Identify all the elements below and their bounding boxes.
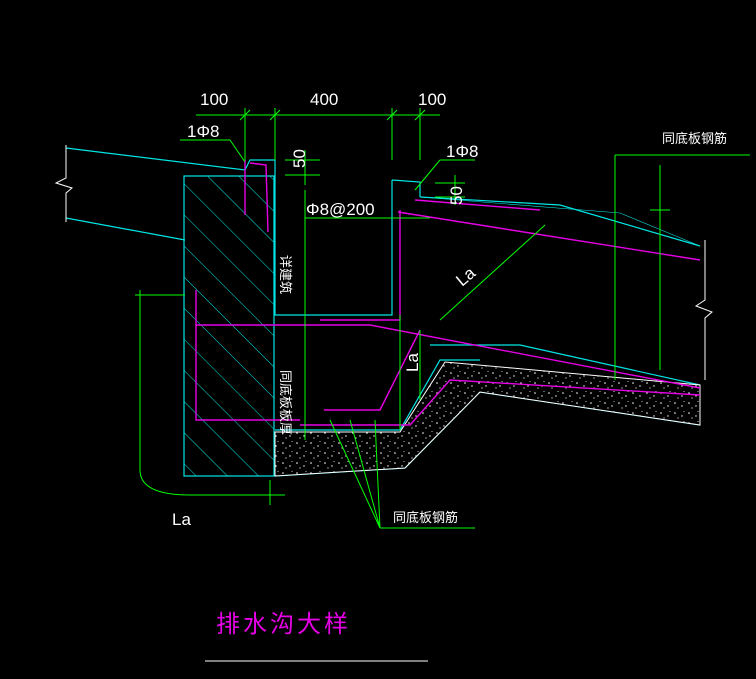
- dim-right-100: 100: [418, 90, 446, 109]
- dim-top-50-right: 50: [447, 186, 466, 205]
- dimension-lines: [135, 108, 750, 529]
- dim-top-50-left: 50: [290, 149, 309, 168]
- rebar-left-1phi8: 1Φ8: [187, 122, 219, 141]
- concrete-outline: [65, 147, 701, 477]
- note-same-as-slab-thickness: 同底板板厚: [277, 370, 293, 435]
- gravel-cushion: [274, 361, 701, 477]
- break-lines: [54, 145, 713, 380]
- note-see-design: 详建筑: [277, 255, 293, 294]
- drawing-title: 排水沟大样: [216, 610, 351, 638]
- note-same-as-slab-rebar-top: 同底板钢筋: [662, 131, 727, 147]
- anchor-la-vertical: La: [403, 353, 422, 372]
- dim-left-100: 100: [200, 90, 228, 109]
- rebar-distribution: Φ8@200: [306, 200, 375, 219]
- dim-width-400: 400: [310, 90, 338, 109]
- anchor-la-left: La: [172, 510, 191, 529]
- anchor-la-slope: La: [452, 263, 479, 290]
- rebar-right-1phi8: 1Φ8: [446, 142, 478, 161]
- note-same-as-slab-rebar-bottom: 同底板钢筋: [393, 510, 458, 526]
